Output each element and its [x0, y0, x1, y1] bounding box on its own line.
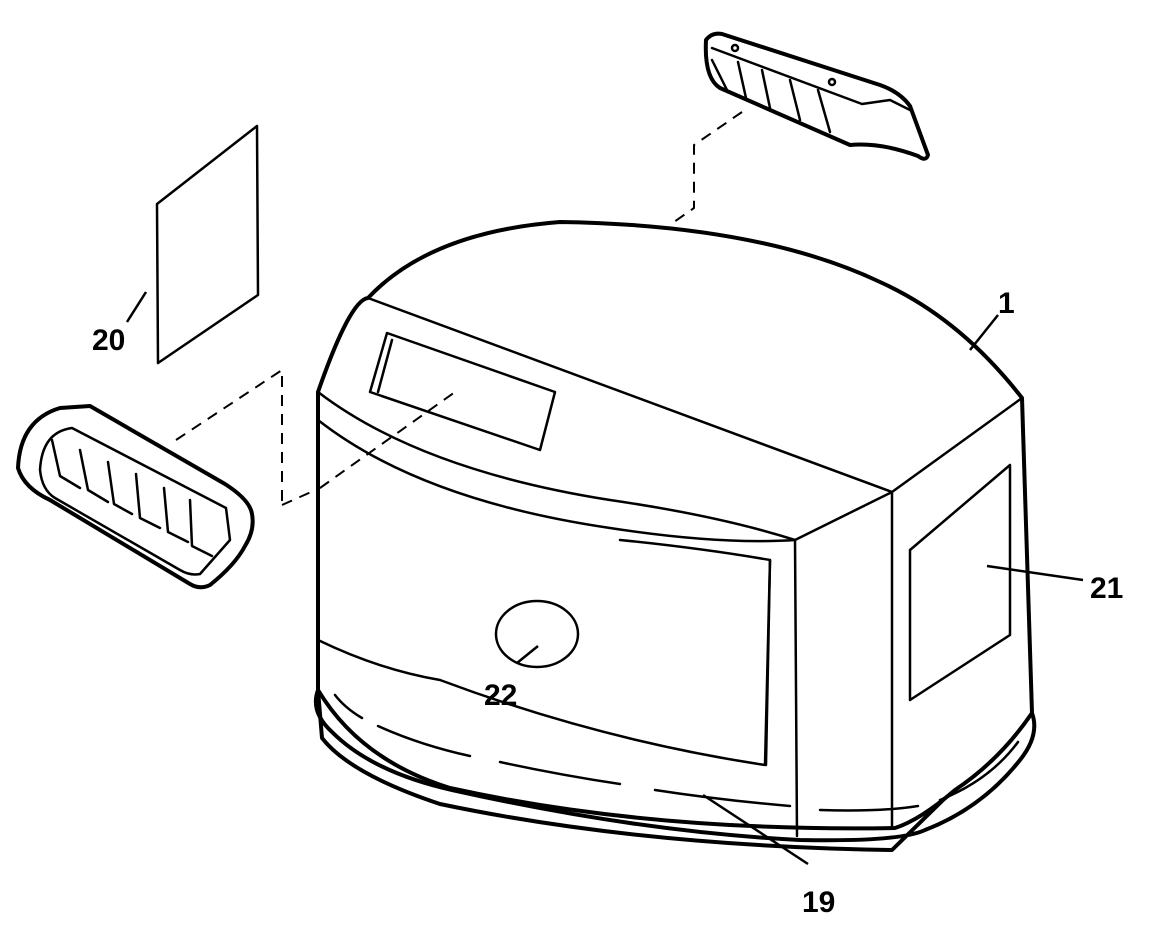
engine-cowl — [313, 220, 1037, 852]
callout-21: 21 — [1090, 572, 1123, 605]
assembly-guide-lines — [175, 111, 743, 506]
leader-lines — [125, 291, 1084, 866]
side-decal-21 — [908, 463, 1012, 702]
rear-vent-grille — [703, 31, 930, 161]
callout-19: 19 — [802, 886, 835, 919]
side-decal-20 — [155, 124, 260, 365]
callout-1: 1 — [998, 287, 1015, 320]
callout-20: 20 — [92, 324, 125, 357]
round-decal-22 — [494, 599, 580, 669]
callout-22: 22 — [484, 679, 517, 712]
left-vent-grille — [16, 404, 255, 590]
